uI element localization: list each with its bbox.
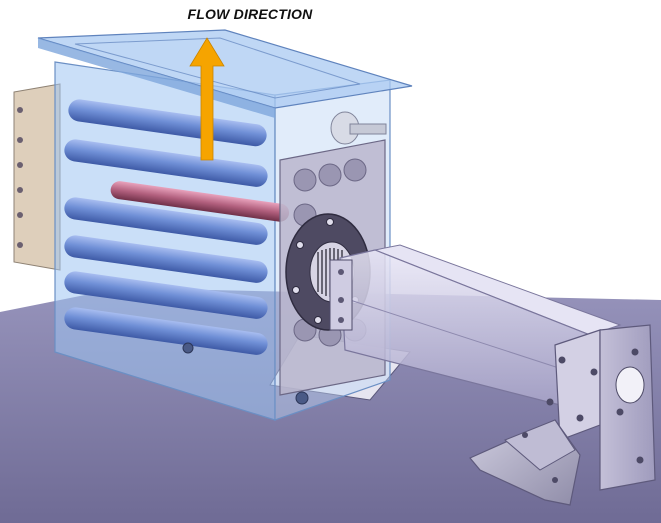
flow-direction-label: FLOW DIRECTION: [187, 6, 313, 22]
motor-block-side: [599, 324, 656, 491]
tube: [64, 139, 268, 187]
support-bracket-bolts: [522, 432, 558, 483]
motor-shaft-hole: [615, 366, 645, 404]
actuator-clamp: [329, 259, 353, 331]
tube: [64, 197, 268, 245]
tube: [64, 235, 268, 283]
tube-bundle: [64, 99, 290, 355]
housing-base-bolts: [182, 342, 309, 405]
inlet-port-stem: [349, 123, 387, 135]
motor-block-bolts: [546, 348, 644, 464]
support-bracket-rib: [504, 419, 576, 471]
up-arrow-icon: [189, 37, 225, 161]
housing-lid-edge: [38, 38, 275, 118]
tube: [64, 271, 268, 319]
heater-tube: [110, 181, 290, 222]
motor-block-front: [554, 329, 601, 441]
housing-lid: [37, 29, 413, 109]
rear-flange-bolts: [17, 107, 23, 248]
actuator-clamp-bolts: [338, 269, 344, 323]
actuator-edge: [349, 299, 566, 371]
tube: [64, 307, 268, 355]
tube: [68, 99, 267, 147]
